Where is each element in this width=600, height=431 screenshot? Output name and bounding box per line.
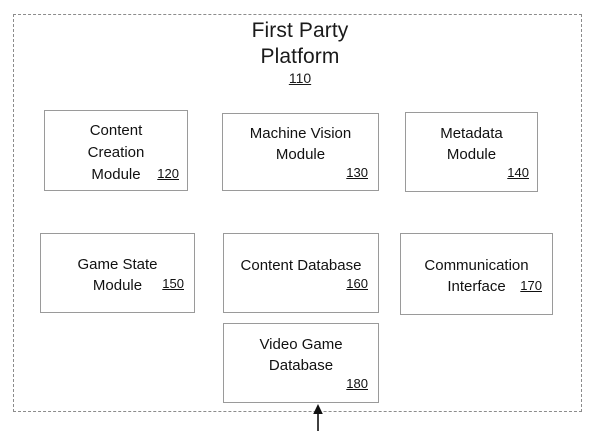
module-label-metadata: Metadata Module: [440, 125, 503, 163]
module-reference-number-150: 150: [162, 276, 184, 291]
page-title: First Party Platform: [190, 18, 410, 70]
module-reference-number-140: 140: [507, 165, 529, 180]
module-label-content-creation: Content Creation Module: [87, 121, 145, 183]
page-title-line-1: First Party: [251, 19, 349, 42]
module-reference-number-120: 120: [157, 165, 179, 181]
module-reference-number-160: 160: [346, 275, 368, 291]
module-label-machine-vision: Machine Vision Module: [249, 125, 352, 163]
page-title-reference-number: 110: [288, 70, 312, 86]
module-box-content-creation[interactable]: Content Creation Module 120: [44, 110, 188, 191]
scan-edge: [0, 0, 600, 2]
module-box-video-game-database[interactable]: Video Game Database 180: [223, 323, 379, 403]
upward-arrow-icon: [311, 404, 325, 431]
module-box-machine-vision[interactable]: Machine Vision Module 130: [222, 113, 379, 191]
module-label-content-database: Content Database: [240, 256, 362, 274]
module-box-content-database[interactable]: Content Database 160: [223, 233, 379, 313]
module-reference-number-130: 130: [346, 165, 368, 180]
module-label-communication-interface: Communication Interface: [424, 256, 529, 295]
first-party-platform-boundary: [13, 14, 582, 412]
module-box-game-state[interactable]: Game State Module 150: [40, 233, 195, 313]
module-reference-number-170: 170: [520, 277, 542, 293]
module-label-game-state: Game State Module: [77, 256, 158, 294]
module-box-communication-interface[interactable]: Communication Interface 170: [400, 233, 553, 315]
module-label-video-game-database: Video Game Database: [259, 336, 343, 374]
page-title-line-2: Platform: [260, 45, 340, 68]
module-reference-number-180: 180: [346, 376, 368, 391]
module-box-metadata[interactable]: Metadata Module 140: [405, 112, 538, 192]
